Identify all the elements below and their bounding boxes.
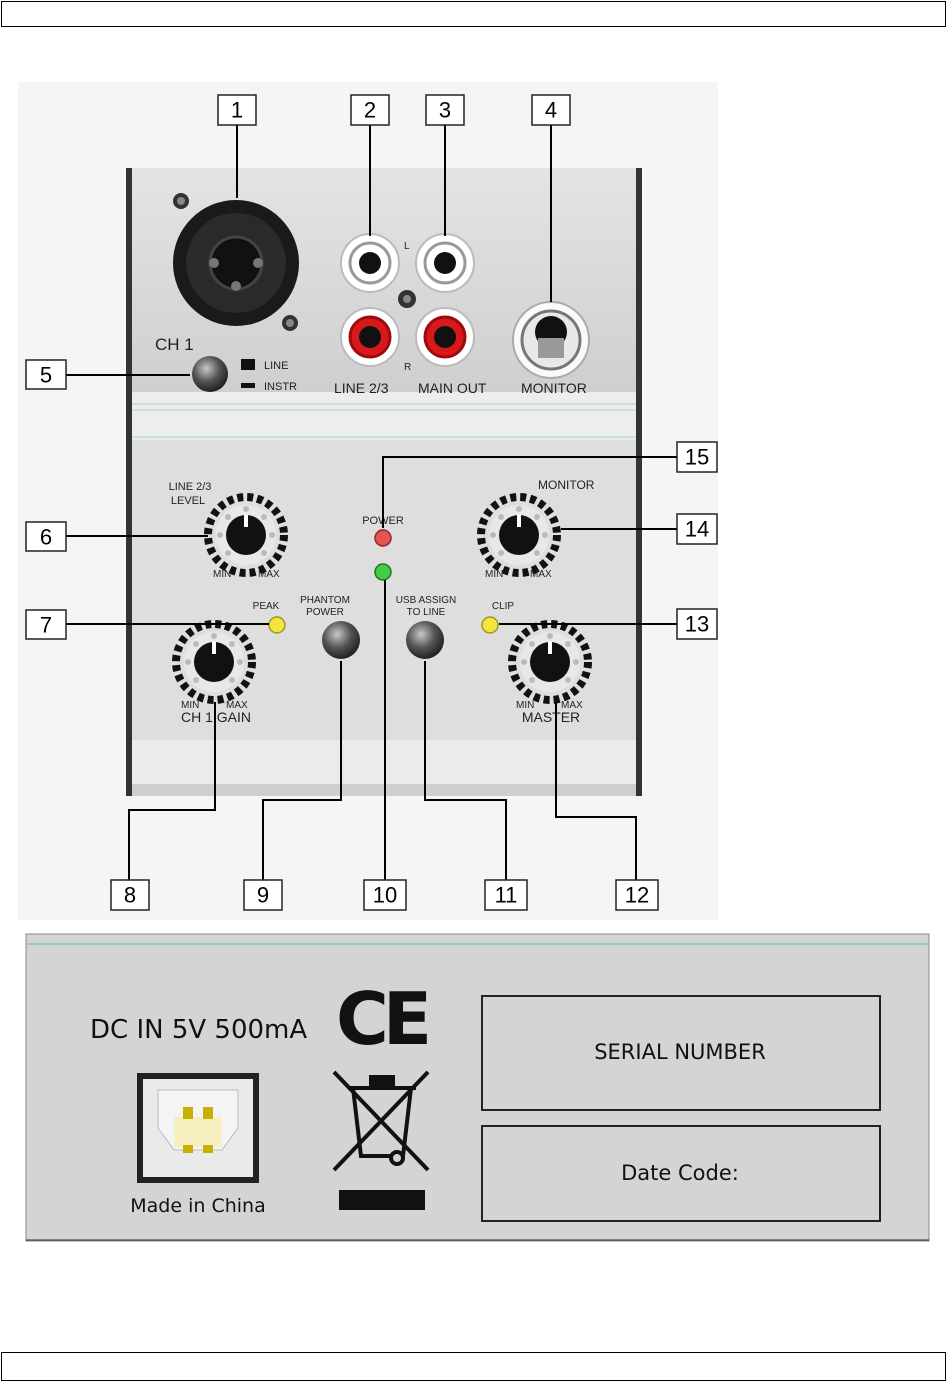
callout-14: 14 bbox=[677, 514, 717, 544]
monitor-knob-label: MONITOR bbox=[538, 478, 595, 492]
svg-text:4: 4 bbox=[545, 98, 557, 123]
callout-12: 12 bbox=[616, 880, 658, 910]
callout-9: 9 bbox=[244, 880, 282, 910]
callout-6: 6 bbox=[26, 522, 66, 551]
monitor-jack-label: MONITOR bbox=[521, 380, 587, 396]
svg-text:13: 13 bbox=[685, 612, 709, 637]
callout-15: 15 bbox=[677, 442, 717, 472]
callout-8: 8 bbox=[111, 880, 149, 910]
made-in-china-label: Made in China bbox=[130, 1195, 265, 1217]
usb-assign-button-icon bbox=[406, 621, 444, 659]
instr-label: INSTR bbox=[264, 381, 297, 393]
master-label: MASTER bbox=[522, 709, 580, 725]
rca-jack-icon bbox=[341, 234, 399, 292]
callout-11: 11 bbox=[485, 880, 527, 910]
callout-10: 10 bbox=[364, 880, 406, 910]
max-label: MAX bbox=[530, 569, 552, 580]
usb-assign-label: TO LINE bbox=[407, 607, 446, 618]
clip-led-icon bbox=[482, 617, 498, 633]
callout-5: 5 bbox=[26, 360, 66, 389]
rca-jack-icon bbox=[416, 234, 474, 292]
phantom-power-button-icon bbox=[322, 621, 360, 659]
power-led-icon bbox=[375, 530, 391, 546]
clip-label: CLIP bbox=[492, 601, 515, 612]
min-label: MIN bbox=[213, 569, 231, 580]
headphone-jack-icon bbox=[513, 302, 589, 378]
usb-assign-label: USB ASSIGN bbox=[396, 595, 457, 606]
max-label: MAX bbox=[258, 569, 280, 580]
phantom-led-icon bbox=[375, 564, 391, 580]
callout-1: 1 bbox=[218, 95, 256, 125]
callout-2: 2 bbox=[351, 95, 389, 125]
usb-b-port-icon bbox=[137, 1073, 259, 1183]
svg-text:14: 14 bbox=[685, 517, 709, 542]
callout-7: 7 bbox=[26, 610, 66, 639]
svg-text:5: 5 bbox=[40, 363, 52, 388]
line23-jack-label: LINE 2/3 bbox=[334, 380, 389, 396]
phantom-power-label: POWER bbox=[306, 607, 344, 618]
svg-text:2: 2 bbox=[364, 98, 376, 123]
peak-label: PEAK bbox=[253, 601, 280, 612]
svg-text:6: 6 bbox=[40, 525, 52, 550]
svg-text:10: 10 bbox=[373, 883, 397, 908]
svg-text:7: 7 bbox=[40, 613, 52, 638]
rca-jack-icon bbox=[416, 308, 474, 366]
phantom-power-label: PHANTOM bbox=[300, 595, 350, 606]
svg-text:11: 11 bbox=[495, 883, 518, 908]
min-label: MIN bbox=[485, 569, 503, 580]
svg-text:1: 1 bbox=[231, 98, 243, 123]
line-label: LINE bbox=[264, 360, 288, 372]
main-out-label: MAIN OUT bbox=[418, 380, 487, 396]
ch1-label: CH 1 bbox=[155, 335, 194, 354]
serial-number-label: SERIAL NUMBER bbox=[594, 1040, 766, 1064]
svg-text:8: 8 bbox=[124, 883, 136, 908]
left-channel-label: L bbox=[404, 241, 410, 252]
svg-text:9: 9 bbox=[257, 883, 269, 908]
rca-jack-icon bbox=[341, 308, 399, 366]
peak-led-icon bbox=[269, 617, 285, 633]
callout-3: 3 bbox=[426, 95, 464, 125]
svg-text:3: 3 bbox=[439, 98, 451, 123]
line23-level-label: LINE 2/3 bbox=[169, 481, 212, 493]
dc-in-label: DC IN 5V 500mA bbox=[90, 1015, 307, 1045]
line23-level-label: LEVEL bbox=[171, 495, 205, 507]
ce-mark-icon: CE bbox=[336, 977, 427, 1061]
callout-13: 13 bbox=[677, 609, 717, 639]
screw-icon bbox=[398, 290, 416, 308]
svg-text:15: 15 bbox=[685, 445, 709, 470]
callout-4: 4 bbox=[532, 95, 570, 125]
date-code-label: Date Code: bbox=[621, 1161, 739, 1185]
right-channel-label: R bbox=[404, 362, 411, 373]
svg-text:12: 12 bbox=[625, 883, 649, 908]
